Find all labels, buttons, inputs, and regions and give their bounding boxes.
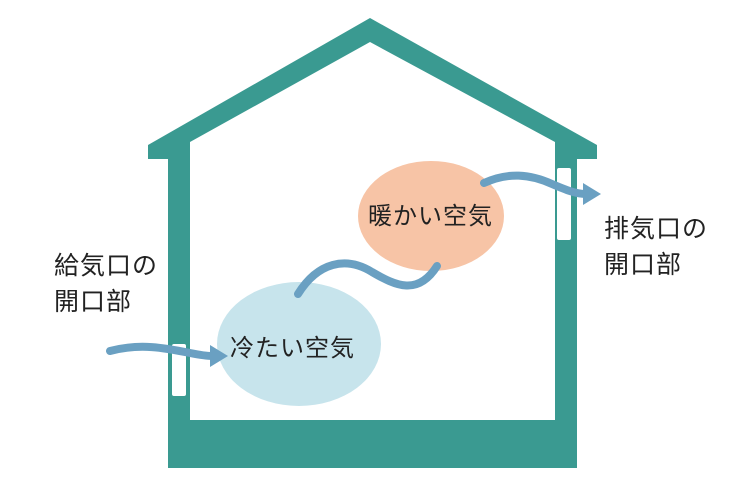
house-outline [148, 18, 597, 468]
rising-air-arrow [294, 259, 441, 298]
intake-opening-label: 給気口の 開口部 [54, 248, 158, 320]
intake-arrow-head [210, 345, 228, 367]
exhaust-label-line-1: 排気口の [604, 214, 709, 243]
exhaust-opening-label: 排気口の 開口部 [604, 211, 708, 283]
intake-vent [172, 344, 186, 396]
intake-arrow [106, 342, 216, 360]
cold-air-label: 冷たい空気 [230, 334, 355, 362]
warm-air-label: 暖かい空気 [368, 202, 493, 230]
exhaust-label-line-2: 開口部 [604, 250, 683, 279]
exhaust-arrow [480, 171, 590, 198]
air-flow-arrows [106, 171, 601, 367]
exhaust-vent [557, 168, 571, 240]
exhaust-arrow-head [583, 183, 601, 205]
intake-label-line-2: 開口部 [54, 287, 133, 316]
cold-air-bubble [217, 282, 381, 406]
warm-air-bubble [358, 161, 504, 271]
intake-label-line-1: 給気口の [54, 251, 159, 280]
